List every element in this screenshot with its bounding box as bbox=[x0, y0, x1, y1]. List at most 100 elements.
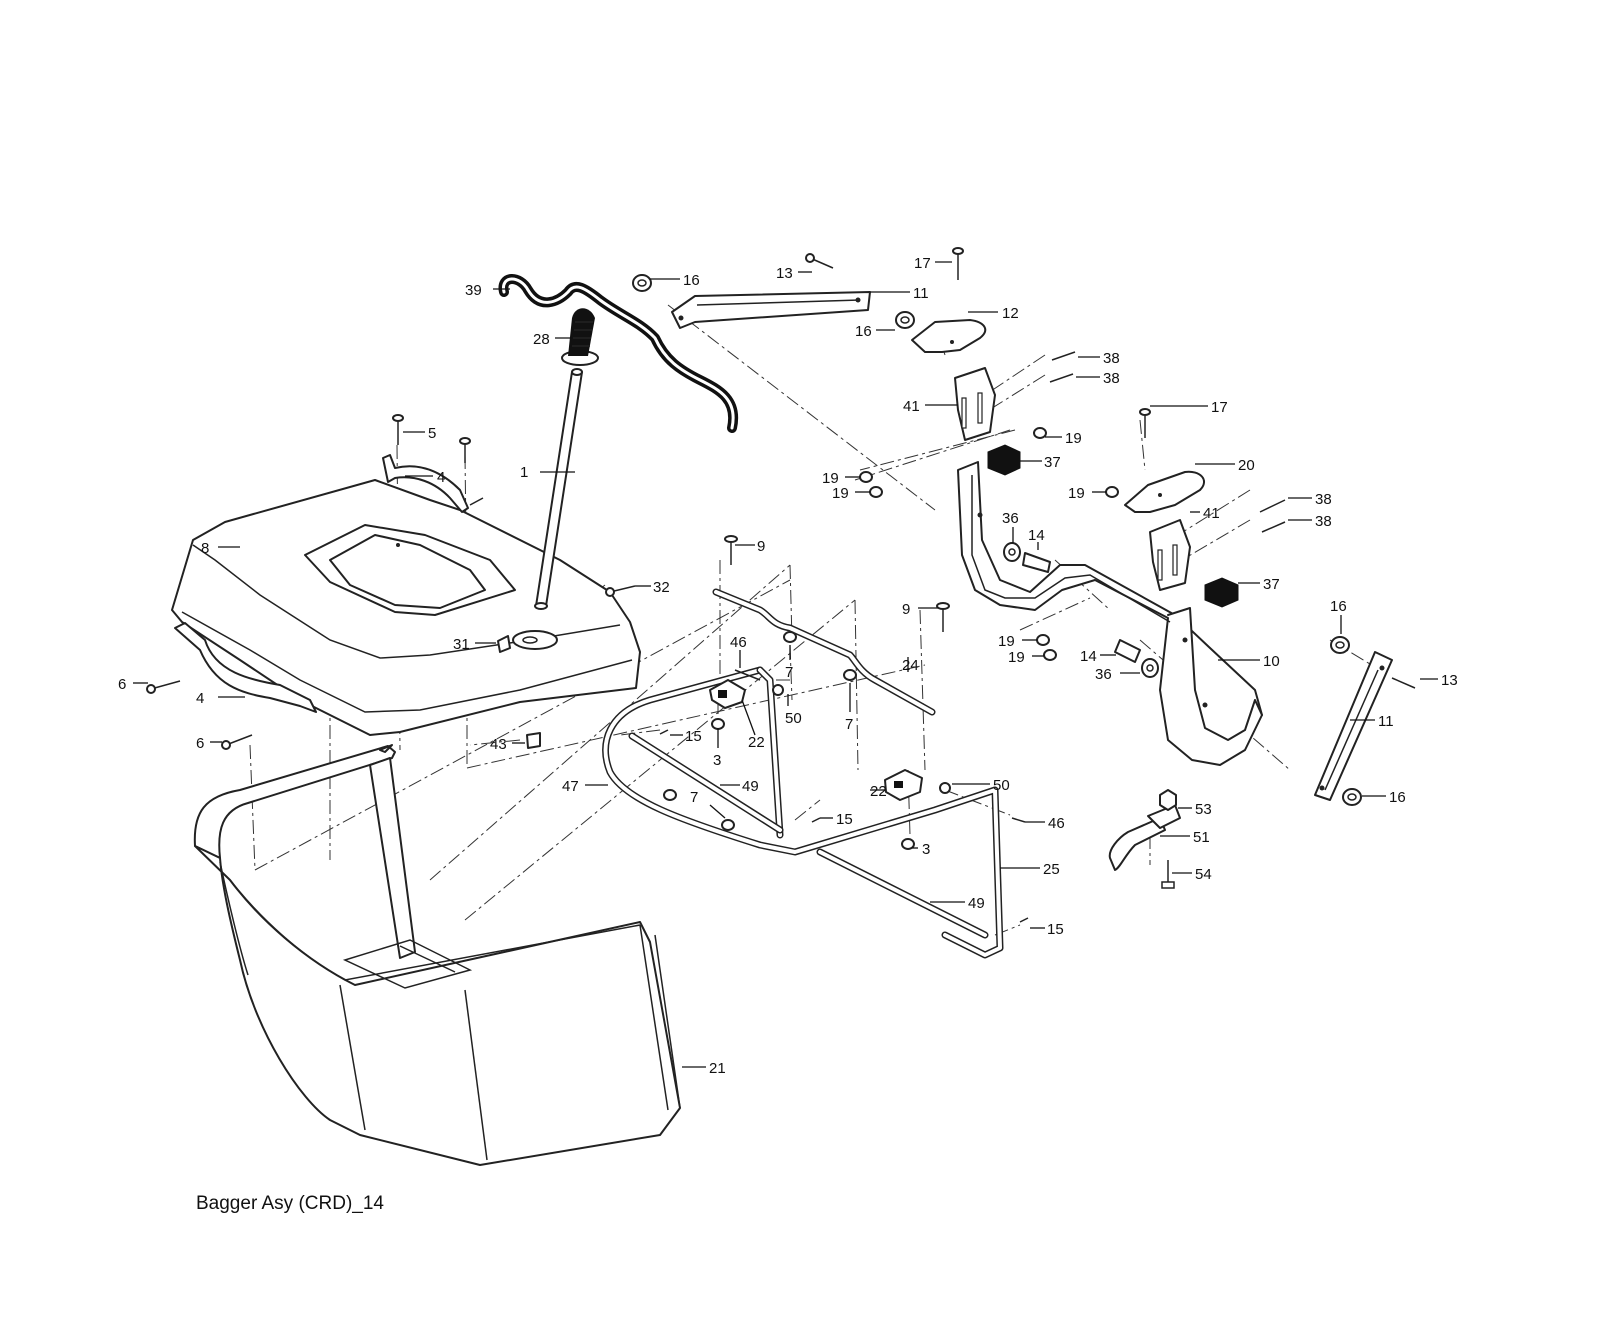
svg-text:53: 53 bbox=[1195, 801, 1212, 818]
callout-part-11: 11 bbox=[870, 285, 929, 302]
svg-text:36: 36 bbox=[1002, 510, 1019, 527]
callout-part-3: 3 bbox=[713, 728, 721, 769]
callout-part-16d: 16 bbox=[1362, 789, 1406, 806]
callout-part-9: 9 bbox=[735, 538, 765, 555]
svg-text:9: 9 bbox=[902, 601, 910, 618]
callout-part-32: 32 bbox=[635, 579, 670, 596]
svg-text:12: 12 bbox=[1002, 305, 1019, 322]
callout-part-38d: 38 bbox=[1288, 513, 1332, 530]
part-12-hinge-bracket bbox=[911, 247, 987, 353]
diagram-caption: Bagger Asy (CRD)_14 bbox=[196, 1193, 384, 1214]
svg-text:8: 8 bbox=[201, 540, 209, 557]
svg-text:19: 19 bbox=[1008, 649, 1025, 666]
svg-text:14: 14 bbox=[1028, 527, 1045, 544]
callout-part-41b: 41 bbox=[1190, 505, 1220, 522]
callout-part-54: 54 bbox=[1172, 866, 1212, 883]
callout-part-51: 51 bbox=[1160, 829, 1210, 846]
callout-labels: 1 3 3 4 4 5 6 6 7 7 7 8 9 9 10 11 11 12 … bbox=[118, 255, 1458, 1077]
svg-text:46: 46 bbox=[1048, 815, 1065, 832]
callout-part-7c: 7 bbox=[690, 789, 726, 819]
callout-part-19d: 19 bbox=[1068, 485, 1106, 502]
callout-part-9b: 9 bbox=[902, 601, 938, 618]
callout-part-38c: 38 bbox=[1288, 491, 1332, 508]
svg-text:49: 49 bbox=[968, 895, 985, 912]
svg-text:16: 16 bbox=[855, 323, 872, 340]
callout-part-14b: 14 bbox=[1080, 648, 1116, 665]
callout-part-15a: 15 bbox=[670, 728, 702, 745]
svg-text:47: 47 bbox=[562, 778, 579, 795]
callout-part-20: 20 bbox=[1195, 457, 1255, 474]
svg-text:37: 37 bbox=[1263, 576, 1280, 593]
callout-part-13: 13 bbox=[776, 265, 812, 282]
callout-part-39: 39 bbox=[465, 282, 510, 299]
callout-part-50b: 50 bbox=[952, 777, 1010, 794]
svg-text:31: 31 bbox=[453, 636, 470, 653]
svg-text:3: 3 bbox=[713, 752, 721, 769]
bagger-body bbox=[193, 744, 681, 1166]
svg-text:41: 41 bbox=[1203, 505, 1220, 522]
part-10-frame bbox=[957, 461, 1263, 766]
callout-part-19a: 19 bbox=[1045, 430, 1082, 447]
callout-part-17: 17 bbox=[914, 255, 952, 272]
callout-part-12: 12 bbox=[968, 305, 1019, 322]
part-1-rod bbox=[534, 368, 583, 610]
callout-part-7b: 7 bbox=[845, 683, 853, 733]
svg-text:28: 28 bbox=[533, 331, 550, 348]
callout-part-6b: 6 bbox=[196, 735, 222, 752]
svg-text:16: 16 bbox=[1330, 598, 1347, 615]
svg-text:19: 19 bbox=[832, 485, 849, 502]
callout-part-1: 1 bbox=[520, 464, 575, 481]
callout-part-22b: 22 bbox=[870, 783, 887, 800]
callout-part-19b: 19 bbox=[822, 470, 860, 487]
part-49-rod bbox=[628, 732, 989, 939]
svg-text:7: 7 bbox=[845, 716, 853, 733]
callout-part-43: 43 bbox=[490, 736, 525, 753]
fasteners-cover bbox=[146, 414, 636, 750]
svg-text:17: 17 bbox=[1211, 399, 1228, 416]
callout-part-37b: 37 bbox=[1238, 576, 1280, 593]
svg-text:38: 38 bbox=[1315, 513, 1332, 530]
callout-part-46b: 46 bbox=[1025, 815, 1065, 832]
callout-part-15c: 15 bbox=[1030, 921, 1064, 938]
callout-part-28: 28 bbox=[533, 331, 572, 348]
svg-text:36: 36 bbox=[1095, 666, 1112, 683]
svg-text:41: 41 bbox=[903, 398, 920, 415]
svg-text:46: 46 bbox=[730, 634, 747, 651]
svg-text:11: 11 bbox=[1378, 713, 1394, 730]
callout-part-50a: 50 bbox=[785, 694, 802, 727]
callout-part-15b: 15 bbox=[820, 811, 853, 828]
svg-text:7: 7 bbox=[785, 664, 793, 681]
callout-part-13b: 13 bbox=[1420, 672, 1458, 689]
callout-part-16b: 16 bbox=[855, 323, 895, 340]
svg-text:16: 16 bbox=[683, 272, 700, 289]
svg-text:6: 6 bbox=[196, 735, 204, 752]
frame-hardware bbox=[659, 535, 1029, 923]
callout-part-5: 5 bbox=[403, 425, 436, 442]
svg-text:7: 7 bbox=[690, 789, 698, 806]
svg-text:24: 24 bbox=[902, 657, 919, 674]
part-22-bracket bbox=[709, 679, 923, 801]
part-11-side-brace bbox=[1314, 636, 1416, 806]
svg-text:22: 22 bbox=[748, 734, 765, 751]
part-20-hinge-bracket bbox=[1124, 408, 1205, 513]
part-51-latch bbox=[1108, 789, 1181, 889]
callout-part-24: 24 bbox=[902, 657, 919, 674]
callout-part-17b: 17 bbox=[1150, 399, 1228, 416]
callout-part-11b: 11 bbox=[1350, 713, 1394, 730]
svg-text:11: 11 bbox=[913, 285, 929, 302]
bagger-cover bbox=[171, 479, 641, 736]
svg-text:37: 37 bbox=[1044, 454, 1061, 471]
part-39-hose bbox=[498, 274, 739, 433]
svg-text:22: 22 bbox=[870, 783, 887, 800]
svg-text:50: 50 bbox=[785, 710, 802, 727]
callout-part-7a: 7 bbox=[785, 645, 793, 681]
svg-text:20: 20 bbox=[1238, 457, 1255, 474]
callout-part-36a: 36 bbox=[1002, 510, 1019, 543]
callout-part-19f: 19 bbox=[1008, 649, 1044, 666]
svg-text:39: 39 bbox=[465, 282, 482, 299]
svg-text:5: 5 bbox=[428, 425, 436, 442]
part-28-handle-grip bbox=[561, 308, 599, 366]
svg-text:25: 25 bbox=[1043, 861, 1060, 878]
callout-part-46a: 46 bbox=[730, 634, 747, 668]
svg-text:19: 19 bbox=[998, 633, 1015, 650]
